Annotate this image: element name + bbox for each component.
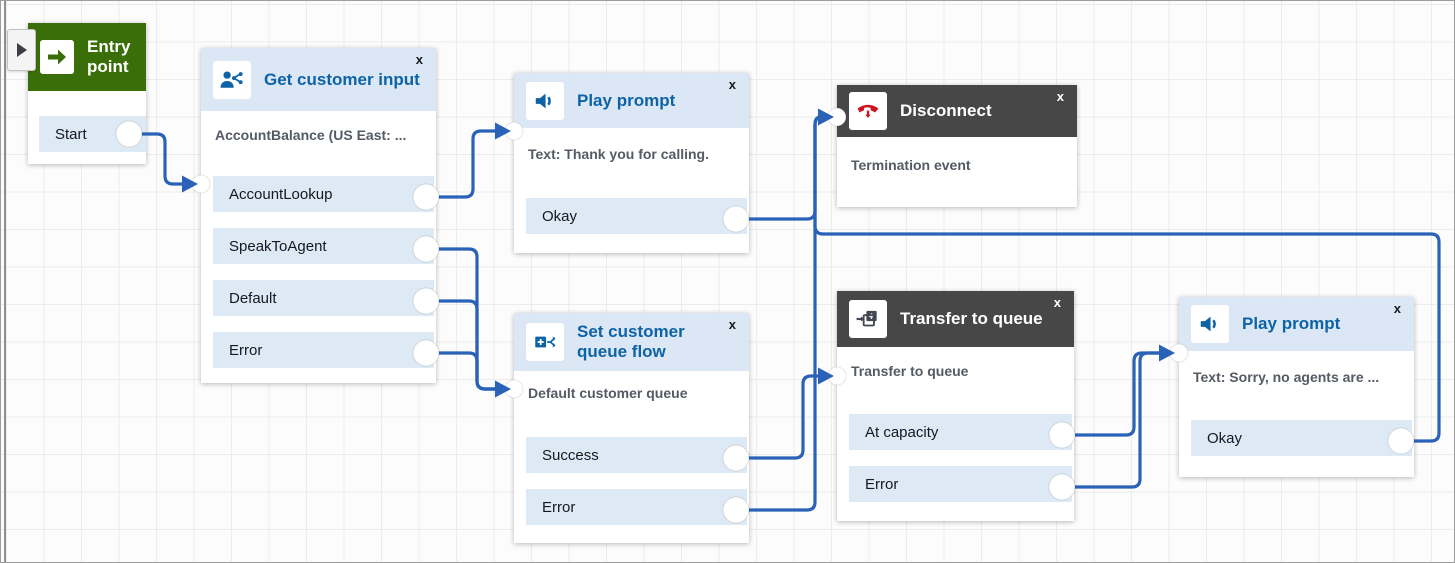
block-header[interactable]: Get customer input x — [201, 48, 436, 111]
block-header[interactable]: Play prompt x — [1179, 297, 1414, 351]
connector-okay1-to-disconnect[interactable] — [738, 115, 822, 221]
arrowhead — [1159, 344, 1175, 362]
output-row: AccountLookup — [213, 176, 434, 212]
panel-edge-divider — [4, 1, 6, 562]
output-label: Success — [542, 446, 599, 464]
block-annotation: Text: Thank you for calling. — [528, 146, 709, 162]
output-label: Start — [55, 125, 87, 143]
block-title: Get customer input — [264, 69, 420, 89]
block-header[interactable]: Disconnect x — [837, 85, 1077, 137]
connector-transfer-error-to-play-prompt-2[interactable] — [1064, 351, 1159, 489]
entry-arrow-icon — [40, 40, 74, 74]
output-label: Okay — [1207, 429, 1243, 447]
output-label: Okay — [542, 207, 578, 225]
output-row: Error — [213, 332, 434, 368]
block-title: Set customer queue flow — [577, 322, 685, 361]
connector-default-to-set-queue-flow[interactable] — [428, 299, 495, 391]
expand-panel-tab[interactable] — [7, 29, 36, 71]
block-header[interactable]: Entry point — [28, 23, 146, 91]
close-icon[interactable]: x — [1056, 89, 1064, 104]
connector-accountlookup-to-play-prompt[interactable] — [428, 129, 495, 199]
play-prompt-icon — [526, 81, 564, 120]
close-icon[interactable]: x — [1393, 301, 1401, 316]
close-icon[interactable]: x — [1053, 295, 1061, 310]
output-row: Error — [849, 466, 1072, 502]
block-play-prompt-1[interactable]: Play prompt x Text: Thank you for callin… — [514, 73, 749, 253]
block-header[interactable]: Set customer queue flow x — [514, 313, 749, 371]
connector-error-to-set-queue-flow[interactable] — [428, 351, 495, 391]
close-icon[interactable]: x — [728, 77, 736, 92]
block-header[interactable]: Play prompt x — [514, 73, 749, 128]
output-label: AccountLookup — [229, 185, 333, 203]
connector-setqueue-error-to-disconnect[interactable] — [738, 115, 822, 512]
block-get-customer-input[interactable]: Get customer input x AccountBalance (US … — [201, 48, 436, 383]
output-row: Error — [526, 489, 747, 525]
block-play-prompt-2[interactable]: Play prompt x Text: Sorry, no agents are… — [1179, 297, 1414, 477]
output-label: Error — [229, 341, 263, 359]
block-annotation: Transfer to queue — [851, 363, 969, 379]
arrowhead — [818, 367, 834, 385]
block-annotation: Default customer queue — [528, 385, 688, 401]
block-entry-point[interactable]: Entry point Start — [28, 23, 146, 164]
output-row: Success — [526, 437, 747, 473]
block-title: Entry point — [87, 37, 131, 76]
output-row: At capacity — [849, 414, 1072, 450]
set-customer-queue-flow-icon — [526, 323, 564, 361]
arrowhead — [495, 122, 511, 140]
output-row: Okay — [526, 198, 747, 234]
block-annotation: Text: Sorry, no agents are ... — [1193, 369, 1380, 385]
arrowhead — [495, 380, 511, 398]
output-row: SpeakToAgent — [213, 228, 434, 264]
play-prompt-icon — [1191, 305, 1229, 343]
connector-start-to-get-customer-input[interactable] — [132, 132, 183, 186]
block-transfer-to-queue[interactable]: Transfer to queue x Transfer to queue At… — [837, 291, 1074, 521]
output-label: SpeakToAgent — [229, 237, 327, 255]
block-set-customer-queue-flow[interactable]: Set customer queue flow x Default custom… — [514, 313, 749, 543]
output-label: Default — [229, 289, 277, 307]
connector-speaktoagent-to-set-queue-flow[interactable] — [428, 247, 495, 391]
block-title: Transfer to queue — [900, 309, 1043, 328]
block-title: Disconnect — [900, 101, 992, 120]
block-header[interactable]: Transfer to queue x — [837, 291, 1074, 347]
transfer-to-queue-icon — [849, 300, 887, 338]
block-title: Play prompt — [577, 90, 676, 110]
close-icon[interactable]: x — [415, 52, 423, 67]
output-label: At capacity — [865, 423, 939, 441]
output-row: Default — [213, 280, 434, 316]
right-triangle-icon — [16, 43, 27, 57]
get-customer-input-icon — [213, 60, 251, 99]
output-label: Error — [542, 498, 576, 516]
output-label: Error — [865, 475, 899, 493]
output-row: Okay — [1191, 420, 1412, 456]
disconnect-icon — [849, 92, 887, 130]
connector-success-to-transfer-queue[interactable] — [738, 374, 819, 460]
block-title: Play prompt — [1242, 314, 1341, 333]
block-disconnect[interactable]: Disconnect x Termination event — [837, 85, 1077, 207]
connector-atcapacity-to-play-prompt-2[interactable] — [1064, 351, 1159, 437]
close-icon[interactable]: x — [728, 317, 736, 332]
block-annotation: AccountBalance (US East: ... — [215, 127, 407, 143]
block-annotation: Termination event — [851, 157, 971, 173]
output-row: Start — [39, 116, 146, 152]
arrowhead — [182, 175, 198, 193]
